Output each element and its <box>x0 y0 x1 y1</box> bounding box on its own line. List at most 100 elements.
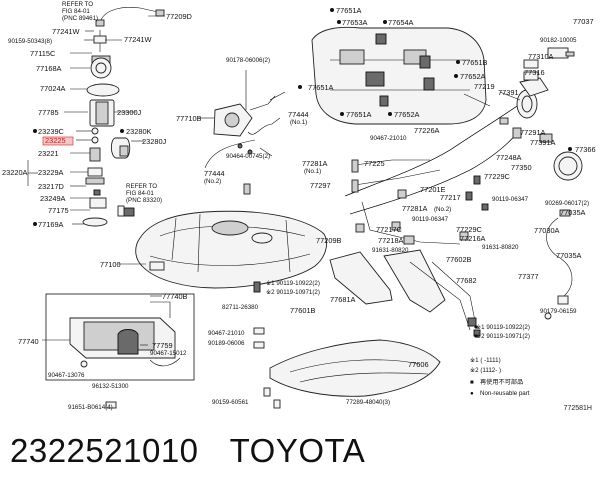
refer-label-1c: (PNC 89461) <box>62 15 98 22</box>
part-23300J: 23300J <box>117 108 142 117</box>
part-90159-50343: 90159-50343(8) <box>8 38 52 45</box>
tank-protector <box>311 26 487 125</box>
part-90119-10971-b: ※2 90119-10971(2) <box>476 333 530 340</box>
part-90119-06347-b: 90119-06347 <box>412 216 449 223</box>
part-77281A-no2: 77281A <box>402 204 428 213</box>
part-77241W-b: 77241W <box>124 35 152 44</box>
part-77602B: 77602B <box>446 255 472 264</box>
part-91631-80820-b: 91631-80820 <box>482 244 519 251</box>
part-77710B: 77710B <box>176 114 202 123</box>
part-77115C: 77115C <box>30 49 56 58</box>
caption-brand: TOYOTA <box>229 432 366 469</box>
part-77217: 77217 <box>440 193 461 202</box>
part-23249A: 23249A <box>40 194 66 203</box>
legend-note2: ※2 (1112- ) <box>470 367 501 374</box>
part-90159-60561: 90159-60561 <box>212 399 249 406</box>
part-77297: 77297 <box>310 181 331 190</box>
part-77035A-b: 77035A <box>556 251 582 260</box>
part-77652A-a: 77652A <box>460 72 486 81</box>
part-77740: 77740 <box>18 337 39 346</box>
part-90119-10922-b: ※1 90119-10922(2) <box>476 324 530 331</box>
part-77241W-a: 77241W <box>52 27 80 36</box>
part-77217C: 77217C <box>376 225 403 234</box>
part-90119-06347-a: 90119-06347 <box>492 196 529 203</box>
part-77218A: 77218A <box>378 236 404 245</box>
part-90119-10971-a: ※2 90119-10971(2) <box>266 289 320 296</box>
part-77226A: 77226A <box>414 126 440 135</box>
diagram-id: 772581H <box>563 405 592 412</box>
legend-non-interchangeable-symbol: ■ <box>470 379 474 386</box>
part-77209D: 77209D <box>166 12 192 21</box>
part-77037: 77037 <box>573 17 594 26</box>
refer-label-2c: (PNC 83320) <box>126 197 162 204</box>
part-77168A: 77168A <box>36 64 62 73</box>
canister-detail-box <box>42 293 195 409</box>
part-23280J: 23280J <box>142 137 167 146</box>
fuel-tank <box>118 210 327 289</box>
part-23217D: 23217D <box>38 182 64 191</box>
part-77391A: 77391A <box>530 138 556 147</box>
part-77377: 77377 <box>518 272 539 281</box>
refer-label-2a: REFER TO <box>126 183 157 190</box>
part-77281A-no2-tag: (No.2) <box>434 206 451 213</box>
part-77444-no2: 77444 <box>204 169 225 178</box>
part-90182-10005: 90182-10005 <box>540 37 577 44</box>
part-77601B: 77601B <box>290 306 316 315</box>
under-guard <box>253 281 441 409</box>
part-23229A: 23229A <box>38 168 64 177</box>
part-77024A: 77024A <box>40 84 66 93</box>
part-77291A: 77291A <box>520 128 546 137</box>
legend-non-interchangeable: 再使用不可部品 <box>480 378 523 386</box>
part-77444-no1-tag: (No.1) <box>290 119 307 126</box>
refer-label-1b: FIG 84-01 <box>62 8 90 15</box>
part-23220A: 23220A <box>2 168 28 177</box>
part-91651-B0614: 91651-B0614(4) <box>68 404 113 411</box>
part-77366: 77366 <box>575 145 596 154</box>
highlight-23225-box <box>42 136 74 146</box>
part-90119-10922-a: ※1 90119-10922(2) <box>266 280 320 287</box>
part-77229C-b: 77229C <box>456 225 483 234</box>
part-96132-51300: 96132-51300 <box>92 383 129 390</box>
diagram-canvas: REFER TO FIG 84-01 (PNC 89461) 77209D 77… <box>2 1 596 411</box>
refer-label-2b: FIG 84-01 <box>126 190 154 197</box>
part-labels: REFER TO FIG 84-01 (PNC 89461) 77209D 77… <box>2 1 596 411</box>
fuel-pump-group <box>27 7 165 227</box>
part-77248A: 77248A <box>496 153 522 162</box>
part-77740B: 77740B <box>162 292 188 301</box>
part-77681A: 77681A <box>330 295 356 304</box>
part-77350: 77350 <box>511 163 532 172</box>
legend-non-reusable-symbol: ● <box>470 390 474 397</box>
part-77216A: 77216A <box>460 234 486 243</box>
part-77035A-a: 77035A <box>560 208 586 217</box>
part-77651A-b: 77651A <box>308 83 334 92</box>
part-90467-21010-a: 90467-21010 <box>370 135 407 142</box>
part-23280K: 23280K <box>126 127 152 136</box>
part-77651B: 77651B <box>462 58 488 67</box>
part-77651A-c: 77651A <box>346 110 372 119</box>
part-23239C: 23239C <box>38 127 65 136</box>
part-77651A-a: 77651A <box>336 6 362 15</box>
filler-pipe <box>344 47 583 215</box>
part-77653A: 77653A <box>342 18 368 27</box>
part-77225: 77225 <box>364 159 385 168</box>
part-90269-06017: 90269-06017(2) <box>545 200 589 207</box>
non-reusable-markers <box>33 8 572 338</box>
legend-note1: ※1 ( -1111) <box>470 357 501 364</box>
part-77316: 77316 <box>524 68 545 77</box>
part-77444-no2-tag: (No.2) <box>204 178 221 185</box>
part-77652A-b: 77652A <box>394 110 420 119</box>
caption: 2322521010 TOYOTA <box>10 432 387 470</box>
part-77229C: 77229C <box>484 172 511 181</box>
part-90464-00745: 90464-00745(2) <box>226 153 270 160</box>
part-90189-06006: 90189-06006 <box>208 340 245 347</box>
part-77100: 77100 <box>100 260 121 269</box>
part-77169A: 77169A <box>38 220 64 229</box>
part-77759: 77759 <box>152 341 173 350</box>
legend-non-reusable: Non-reusable part <box>480 390 530 397</box>
part-77391: 77391 <box>498 88 519 97</box>
part-90467-21010-b: 90467-21010 <box>208 330 245 337</box>
part-77785: 77785 <box>38 108 59 117</box>
refer-label-1a: REFER TO <box>62 1 93 8</box>
part-91631-80820-a: 91631-80820 <box>372 247 409 254</box>
